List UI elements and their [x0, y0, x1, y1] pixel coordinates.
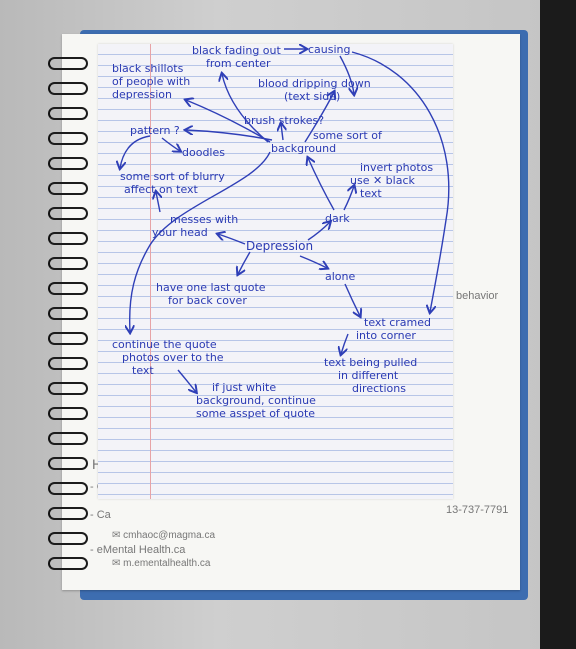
node-background: background [271, 142, 337, 155]
spiral-coil [48, 482, 88, 495]
arrow-pattern-blurry [120, 135, 151, 168]
node-black-silhouettes: black shillots of people with depression [112, 62, 190, 101]
spiral-coil [48, 182, 88, 195]
arrow-bg-brush [281, 124, 283, 141]
node-pattern: pattern ? [130, 124, 180, 137]
pulled-line-1: text being pulled [324, 356, 418, 369]
white-line-1: if just white [212, 381, 277, 394]
spiral-coil [48, 432, 88, 445]
spiral-coil [48, 332, 88, 345]
arrow-bg-continue [130, 151, 271, 332]
fading-line-2: from center [206, 57, 271, 70]
white-line-2: background, continue [196, 394, 316, 407]
arrow-bg-fading [222, 74, 269, 143]
spiral-coil [48, 357, 88, 370]
node-doodles: doodles [182, 146, 225, 159]
spiral-coil [48, 257, 88, 270]
node-text-pulled: text being pulled in different direction… [324, 356, 417, 395]
blood-line-2: (text side) [284, 90, 341, 103]
invert-line-3: text [360, 187, 382, 200]
continue-line-3: text [132, 364, 154, 377]
node-blurry: some sort of blurry affect on text [120, 170, 225, 196]
arrow-alone-crammed [344, 283, 360, 316]
last-quote-line-1: have one last quote [156, 281, 266, 294]
invert-line-2: use ✕ black [350, 174, 415, 187]
node-causing: causing [308, 43, 351, 56]
arrow-crammed-pulled [341, 333, 349, 354]
fading-line-1: black fading out [192, 44, 281, 57]
node-some-sort-of: some sort of [313, 129, 382, 142]
sheet-margin-line [150, 44, 151, 499]
silhouettes-line-1: black shillots [112, 62, 184, 75]
node-continue-quote: continue the quote photos over to the te… [112, 338, 224, 377]
spiral-coil [48, 132, 88, 145]
under-behavior: behavior [456, 290, 499, 302]
node-brush-strokes: brush strokes? [244, 114, 325, 127]
node-messes: messes with your head [152, 213, 238, 239]
under-ementalhealth: - eMental Health.ca [90, 544, 186, 556]
spiral-coil [48, 532, 88, 545]
messes-line-1: messes with [170, 213, 239, 226]
spiral-coil [48, 507, 88, 520]
pulled-line-3: directions [352, 382, 406, 395]
node-blood-dripping: blood dripping down (text side) [258, 77, 371, 103]
spiral-coil [48, 207, 88, 220]
arrow-pattern-doodles [161, 137, 180, 151]
under-ca-2: - Ca [90, 509, 111, 521]
arrow-center-last-quote [238, 251, 251, 274]
under-email: ✉ cmhaoc@magma.ca [112, 530, 216, 541]
node-last-quote: have one last quote for back cover [156, 281, 266, 307]
silhouettes-line-2: of people with [112, 75, 191, 88]
arrow-causing-blood [339, 55, 354, 94]
lined-sheet [98, 44, 453, 499]
blood-line-1: blood dripping down [258, 77, 371, 90]
arrow-dark-invert [343, 186, 354, 211]
continue-line-1: continue the quote [112, 338, 217, 351]
under-phone: 13-737-7791 [446, 504, 509, 516]
node-invert-photos: invert photos use ✕ black text [350, 161, 434, 200]
blurry-line-2: affect on text [124, 183, 198, 196]
spiral-coil [48, 282, 88, 295]
arrow-causing-crammed [351, 51, 450, 312]
silhouettes-line-3: depression [112, 88, 173, 101]
node-black-fading: black fading out from center [192, 44, 281, 70]
white-line-3: some asspet of quote [196, 407, 316, 420]
continue-line-2: photos over to the [122, 351, 224, 364]
spiral-coil [48, 557, 88, 570]
spiral-coil [48, 157, 88, 170]
pulled-line-2: in different [338, 369, 399, 382]
invert-line-1: invert photos [360, 161, 434, 174]
crammed-line-1: text cramed [364, 316, 431, 329]
spiral-coil [48, 382, 88, 395]
node-depression: Depression [246, 239, 314, 253]
spiral-coil [48, 82, 88, 95]
node-white-background: if just white background, continue some … [196, 381, 316, 420]
arrow-dark-background [308, 158, 335, 211]
spiral-coil [48, 407, 88, 420]
arrow-center-messes [218, 234, 246, 245]
under-ementalhealth-site: ✉ m.ementalhealth.ca [112, 558, 211, 569]
arrow-blurry-messes [156, 192, 160, 213]
spiral-coil [48, 307, 88, 320]
spiral-coil [48, 107, 88, 120]
arrow-continue-white [177, 369, 196, 392]
arrow-center-alone [299, 255, 327, 268]
spiral-coil [48, 232, 88, 245]
last-quote-line-2: for back cover [168, 294, 247, 307]
crammed-line-2: into corner [356, 329, 416, 342]
scan-shadow-edge [540, 0, 576, 649]
arrow-center-dark [307, 222, 330, 241]
node-dark: dark [325, 212, 350, 225]
node-text-crammed: text cramed into corner [356, 316, 431, 342]
spiral-coil [48, 57, 88, 70]
spiral-coil [48, 457, 88, 470]
node-alone: alone [325, 270, 356, 283]
arrow-bg-blood [304, 92, 334, 143]
blurry-line-1: some sort of blurry [120, 170, 225, 183]
messes-line-2: your head [152, 226, 208, 239]
